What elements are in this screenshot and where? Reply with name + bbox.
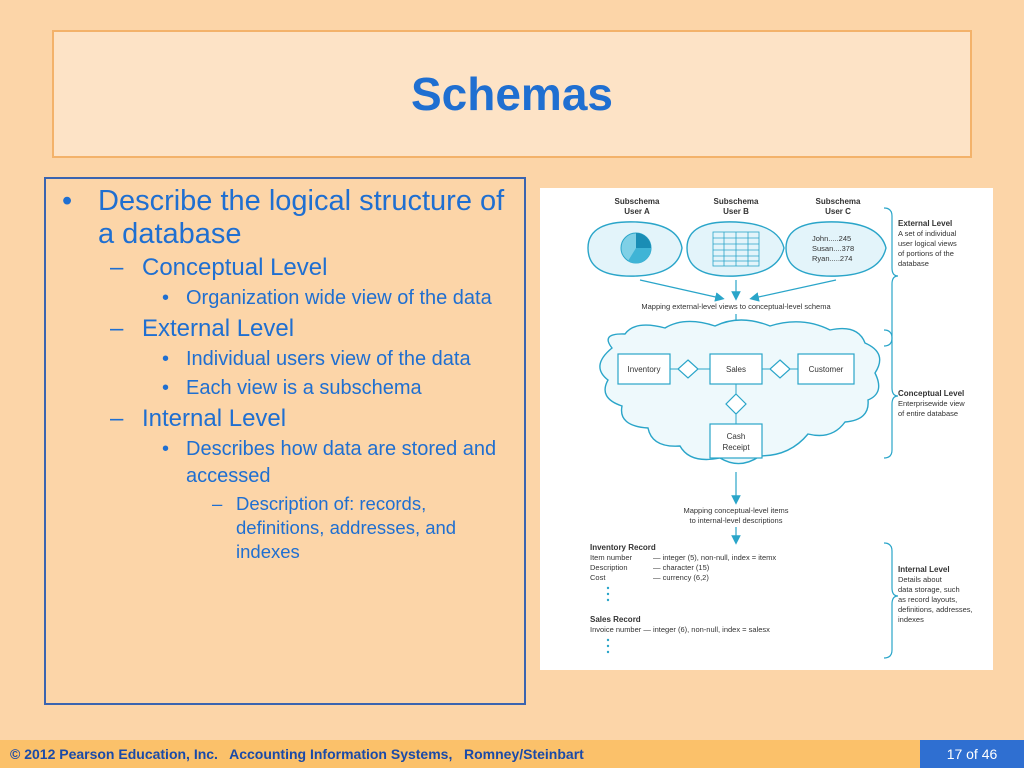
external-level-title: External Level [898, 219, 952, 228]
internal-level-desc-1: Details about [898, 575, 943, 584]
conceptual-level-desc-1: Enterprisewide view [898, 399, 965, 408]
schema-diagram: Subschema User A Subschema User B Subsch… [540, 188, 993, 670]
internal-level-desc-5: indexes [898, 615, 924, 624]
subschema-c-line1: Subschema [816, 197, 861, 206]
user-b-view-shape [686, 221, 785, 277]
user-c-row-1: John.....245 [812, 234, 851, 243]
user-c-row-3: Ryan.....274 [812, 254, 852, 263]
bullet-conceptual-sub: • Organization wide view of the data [46, 285, 524, 312]
subschema-b-line2: User B [723, 207, 749, 216]
inv-row-1-label: Item number [590, 553, 633, 562]
content-box: • Describe the logical structure of a da… [44, 177, 526, 705]
external-level-desc-4: database [898, 259, 929, 268]
bullet-external-level: – External Level [46, 314, 524, 344]
inventory-record-title: Inventory Record [590, 543, 656, 552]
bullet-mark: • [62, 185, 73, 217]
bullet-external-sub-1: • Individual users view of the data [46, 346, 524, 373]
dash-mark: – [110, 315, 124, 342]
mapping-conceptual-line1: Mapping conceptual-level items [683, 506, 788, 515]
inv-row-2-label: Description [590, 563, 628, 572]
bullet-conceptual-level: – Conceptual Level [46, 253, 524, 283]
bullet-text: Internal Level [142, 405, 287, 432]
external-level-desc-3: of portions of the [898, 249, 954, 258]
title-box: Schemas [52, 30, 972, 158]
inv-row-2-value: — character (15) [653, 563, 710, 572]
bullet-text: Each view is a subschema [186, 377, 422, 399]
dash-mark: – [212, 493, 223, 514]
cash-label: Cash [727, 432, 746, 441]
bullet-mark: • [162, 377, 170, 399]
dash-mark: – [110, 405, 124, 432]
arrow-a [639, 279, 725, 302]
bullet-internal-sub: • Describes how data are stored and acce… [46, 436, 524, 490]
external-level-desc-2: user logical views [898, 239, 957, 248]
bullet-text: Individual users view of the data [186, 348, 471, 370]
footer-copyright: © 2012 Pearson Education, Inc. Accountin… [10, 746, 584, 762]
receipt-label: Receipt [722, 443, 750, 452]
bullet-mark: • [162, 287, 170, 309]
bullet-mark: • [162, 438, 170, 460]
schema-diagram-svg: Subschema User A Subschema User B Subsch… [587, 197, 973, 659]
bullet-internal-sub-sub: – Description of: records, definitions, … [46, 492, 524, 564]
inventory-label: Inventory [628, 365, 661, 374]
internal-level-desc-4: definitions, addresses, [898, 605, 973, 614]
bullet-external-sub-2: • Each view is a subschema [46, 375, 524, 402]
inv-row-3-label: Cost [590, 573, 606, 582]
internal-level-desc-3: as record layouts, [898, 595, 957, 604]
inv-row-3-value: — currency (6,2) [653, 573, 709, 582]
subschema-a-line2: User A [624, 207, 650, 216]
subschema-b-line1: Subschema [714, 197, 759, 206]
internal-level-desc-2: data storage, such [898, 585, 960, 594]
subschema-a-line1: Subschema [615, 197, 660, 206]
footer-bar: © 2012 Pearson Education, Inc. Accountin… [0, 740, 1024, 768]
bullet-text: Describe the logical structure of a data… [98, 185, 505, 250]
inv-row-1-value: — integer (5), non-null, index = itemx [653, 553, 776, 562]
page-number: 17 of 46 [920, 740, 1024, 768]
bullet-internal-level: – Internal Level [46, 404, 524, 434]
bullet-text: External Level [142, 315, 295, 342]
conceptual-level-desc-2: of entire database [898, 409, 958, 418]
mapping-conceptual-line2: to internal-level descriptions [690, 516, 783, 525]
internal-level-title: Internal Level [898, 565, 950, 574]
ellipsis-dots-2 [606, 638, 610, 654]
sales-record-row: Invoice number — integer (6), non-null, … [590, 625, 770, 634]
relationship-diamond-2 [769, 359, 791, 379]
arrow-c [749, 279, 837, 302]
bullet-mark: • [162, 348, 170, 370]
user-c-row-2: Susan....378 [812, 244, 854, 253]
bullet-list: • Describe the logical structure of a da… [46, 185, 524, 564]
dash-mark: – [110, 254, 124, 281]
external-brace [883, 207, 899, 347]
external-level-desc-1: A set of individual [898, 229, 957, 238]
cash-receipt-entity-box [709, 423, 763, 459]
bullet-text: Conceptual Level [142, 254, 328, 281]
inventory-entity-box [617, 353, 671, 385]
customer-label: Customer [809, 365, 844, 374]
bullet-logical-structure: • Describe the logical structure of a da… [46, 185, 524, 251]
internal-brace [883, 542, 899, 659]
user-c-view-shape [785, 221, 887, 277]
mapping-external-label: Mapping external-level views to conceptu… [641, 302, 831, 311]
sales-label: Sales [726, 365, 746, 374]
sales-record-title: Sales Record [590, 615, 641, 624]
customer-entity-box [797, 353, 855, 385]
relationship-diamond-1 [677, 359, 699, 379]
conceptual-brace [883, 329, 899, 459]
slide-title: Schemas [410, 68, 613, 120]
ellipsis-dots-1 [606, 586, 610, 602]
table-grid-icon [712, 231, 760, 267]
bullet-text: Describes how data are stored and access… [186, 438, 497, 487]
bullet-text: Organization wide view of the data [186, 287, 492, 309]
subschema-c-line2: User C [825, 207, 851, 216]
conceptual-level-title: Conceptual Level [898, 389, 964, 398]
bullet-text: Description of: records, definitions, ad… [236, 493, 457, 562]
pie-chart-icon [620, 232, 652, 264]
